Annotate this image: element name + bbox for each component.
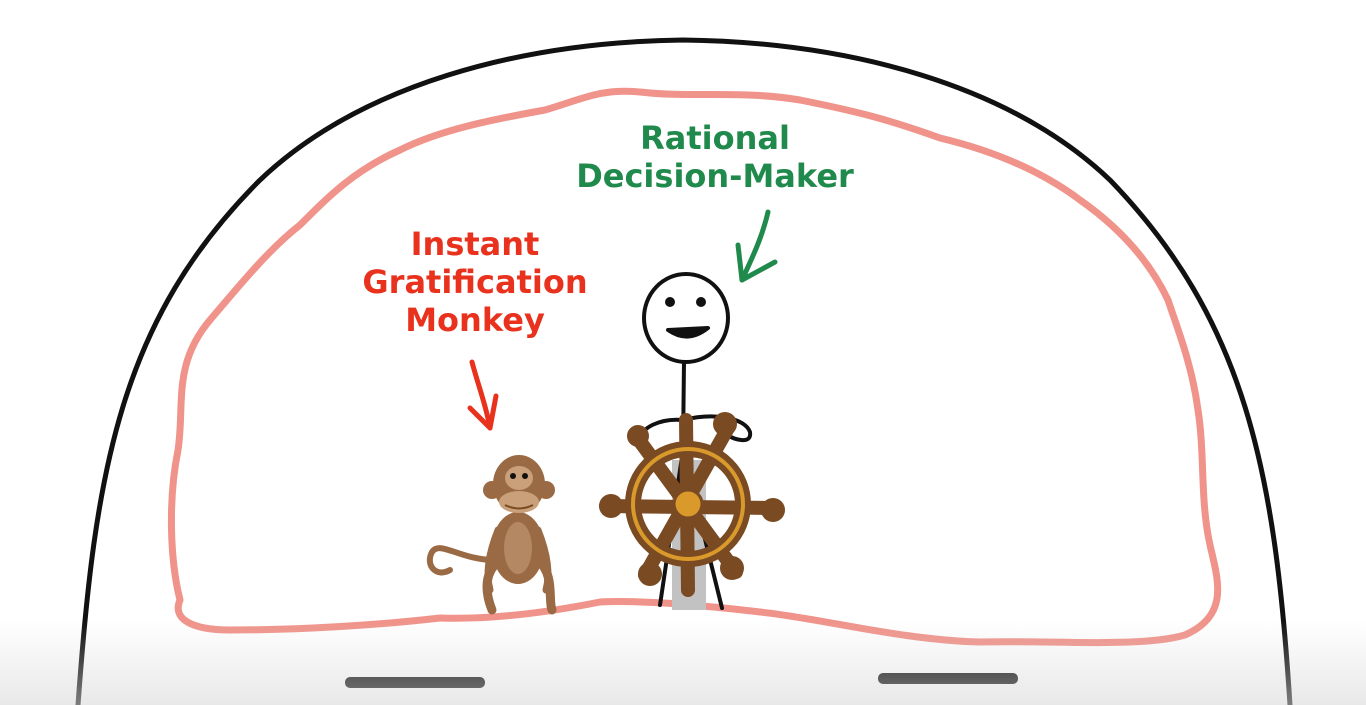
head-outline-icon <box>75 37 1293 705</box>
left-eye-line <box>345 677 485 688</box>
right-eye-line <box>878 673 1018 684</box>
decision-maker-label: Rational Decision-Maker <box>540 119 890 196</box>
decision-maker-label-line2: Decision-Maker <box>576 156 854 195</box>
decision-maker-label-line1: Rational <box>640 119 790 157</box>
monkey-icon <box>426 455 557 615</box>
brain-outline-icon <box>167 87 1222 647</box>
monkey-arrow-icon <box>467 359 499 431</box>
monkey-label: Instant Gratification Monkey <box>300 225 650 339</box>
monkey-label-line1: Instant <box>410 225 540 263</box>
decision-maker-arrow-icon <box>735 209 778 283</box>
monkey-label-line3: Monkey <box>405 300 545 339</box>
ship-wheel-icon <box>599 412 785 597</box>
monkey-label-line2: Gratification <box>362 262 588 301</box>
